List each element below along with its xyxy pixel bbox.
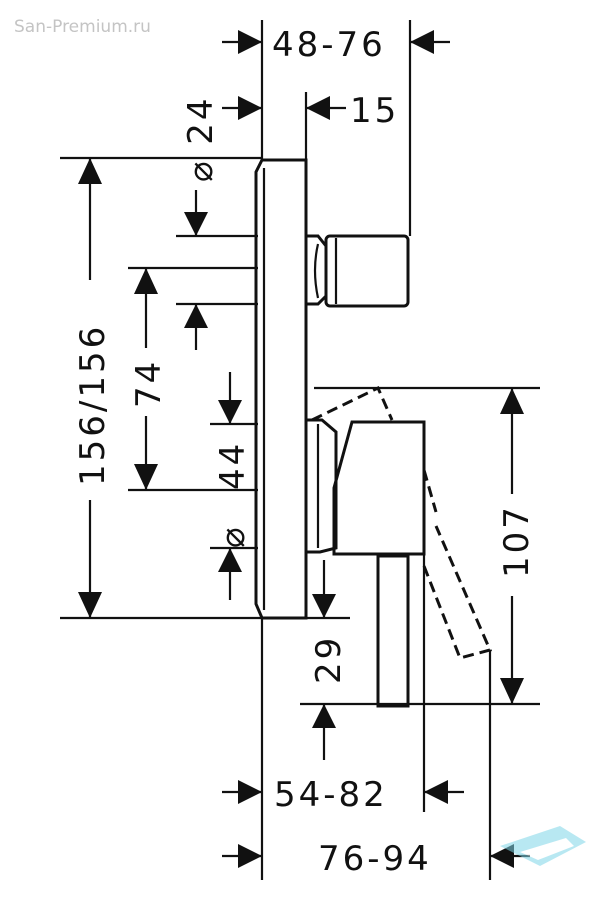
dim-label-48-76: 48-76 (272, 25, 386, 65)
dim-44: 44 (213, 372, 253, 490)
dim-label-54-82: 54-82 (274, 775, 388, 815)
extension-lines (60, 20, 540, 880)
dim-label-74: 74 (129, 359, 169, 408)
dim-74: 74 (129, 268, 169, 490)
dim-diameter-24: ⌀ 24 (181, 95, 221, 350)
dim-label-76-94: 76-94 (318, 839, 432, 879)
dim-76-94: 76-94 (222, 839, 530, 879)
dim-diameter-bottom: ⌀ (213, 525, 253, 600)
lever-body (332, 420, 426, 708)
dim-29: 29 (309, 560, 349, 760)
logo-mark (500, 826, 586, 866)
handle-base (306, 418, 338, 554)
dim-48-76: 48-76 (222, 25, 450, 65)
dim-label-diameter-bottom: ⌀ (213, 525, 253, 548)
dim-54-82: 54-82 (222, 775, 464, 815)
dim-label-156: 156/156 (73, 324, 113, 486)
dim-15: 15 (222, 91, 399, 131)
cover-plate (254, 158, 308, 620)
outlet-connector (306, 234, 410, 308)
dim-156: 156/156 (73, 158, 113, 618)
dim-label-44: 44 (213, 441, 253, 490)
watermark-text: San-Premium.ru (14, 17, 151, 37)
dim-label-diameter-24: ⌀ 24 (181, 95, 221, 182)
dim-label-107: 107 (497, 504, 537, 578)
dim-label-29: 29 (309, 635, 349, 684)
dim-label-15: 15 (350, 91, 399, 131)
dim-107: 107 (497, 388, 537, 704)
